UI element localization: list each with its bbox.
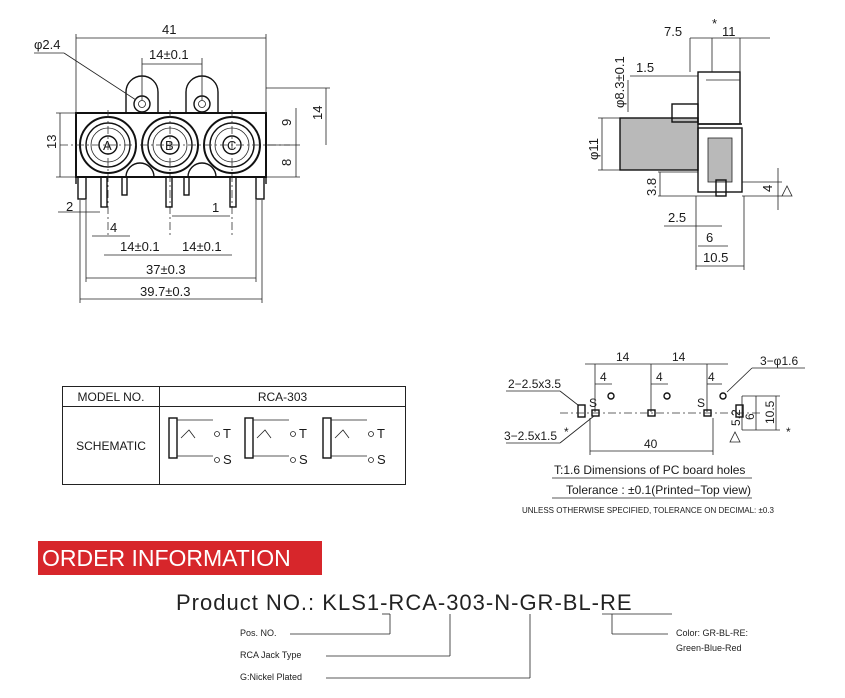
legend-color-line-1: Color: GR-BL-RE: (676, 628, 749, 638)
pcb-slot-right (735, 404, 744, 418)
dim-pcb-slot-b-star: * (564, 425, 569, 439)
schematic-term-t2: T (299, 426, 307, 441)
dim-pcb-4b: 4 (656, 370, 663, 384)
dim-side-1-5: 1.5 (636, 60, 654, 75)
dim-side-dia-8-3: φ8.3±0.1 (612, 56, 627, 108)
dim-pin-2: 2 (66, 199, 73, 214)
dim-hole-pitch: 14±0.1 (149, 47, 189, 62)
schematic-term-s1: S (223, 452, 232, 467)
dim-side-dia-11: φ11 (586, 138, 601, 160)
schematic-term-t1: T (223, 426, 231, 441)
dim-side-7-5: 7.5 (664, 24, 682, 39)
dim-pcb-40: 40 (644, 437, 658, 451)
dim-pcb-5-2: 5.2 (729, 409, 743, 426)
schematic-label: SCHEMATIC (62, 406, 160, 485)
pcb-hole-3 (719, 392, 727, 400)
dim-side-star: * (712, 16, 717, 31)
pcb-view: 14 14 4 4 4 S S 2−2.5x3.5 3−2.5x1.5 * 3−… (504, 350, 805, 515)
side-barrel-shade (620, 118, 698, 170)
pcb-slot-left (577, 404, 586, 418)
dim-pcb-holes: 3−φ1.6 (760, 354, 798, 368)
product-number-line: Product NO.: KLS1-RCA-303-N-GR-BL-RE (176, 590, 633, 616)
dim-side-11: 11 (722, 24, 736, 39)
dim-pin-4: 4 (110, 220, 117, 235)
schematic-diagram: T S T S (167, 417, 386, 467)
dim-pcb-slot-b: 3−2.5x1.5 (504, 429, 557, 443)
schematic-cell: T S T S (159, 406, 406, 485)
schematic-jack-2 (243, 417, 296, 463)
side-view: 7.5 * 11 1.5 φ8.3±0.1 φ11 3.8 4 2.5 6 10… (586, 16, 793, 270)
dim-pcb-10-5: 10.5 (763, 400, 777, 424)
dim-side-3-8: 3.8 (644, 178, 659, 196)
dim-right-8: 8 (279, 159, 294, 166)
dim-side-10-5: 10.5 (703, 250, 728, 265)
dim-span-37: 37±0.3 (146, 262, 186, 277)
pcb-tolerance: Tolerance : ±0.1(Printed−Top view) (566, 483, 751, 497)
order-leader-lines (290, 613, 672, 679)
product-code: KLS1-RCA-303-N-GR-BL-RE (322, 590, 633, 615)
order-information-heading: ORDER INFORMATION (38, 541, 322, 575)
schematic-term-s3: S (377, 452, 386, 467)
dim-pcb-4c: 4 (708, 370, 715, 384)
legend-pos-no: Pos. NO. (240, 628, 277, 638)
pcb-hole-1 (607, 392, 615, 400)
dim-pcb-4a: 4 (600, 370, 607, 384)
dim-side-2-5: 2.5 (668, 210, 686, 225)
dim-hole-diameter: φ2.4 (34, 37, 61, 52)
dim-height-left: 13 (44, 135, 59, 149)
dim-side-6: 6 (706, 230, 713, 245)
model-table: MODEL NO. RCA-303 SCHEMATIC T S (62, 386, 406, 485)
product-prefix: Product NO.: (176, 590, 316, 615)
pcb-hole-2 (663, 392, 671, 400)
dim-pcb-pitch-a: 14 (616, 350, 630, 364)
pcb-tolerance-note: UNLESS OTHERWISE SPECIFIED, TOLERANCE ON… (522, 506, 775, 515)
schematic-term-t3: T (377, 426, 385, 441)
model-label: MODEL NO. (62, 386, 160, 407)
dim-pcb-pitch-b: 14 (672, 350, 686, 364)
dim-span-39: 39.7±0.3 (140, 284, 191, 299)
legend-plating: G:Nickel Plated (240, 672, 303, 682)
dim-pitch-right: 14±0.1 (182, 239, 222, 254)
front-view: A B C 41 14±0.1 φ2.4 (34, 22, 330, 303)
model-value: RCA-303 (159, 386, 406, 407)
dim-pcb-6: 6 (743, 413, 757, 420)
side-housing-body (697, 127, 743, 193)
legend-color-line-2: Green-Blue-Red (676, 643, 742, 653)
dim-side-4: 4 (760, 185, 775, 192)
schematic-jack-3 (321, 417, 374, 463)
pcb-s-label-a: S (589, 396, 597, 410)
legend-jack-type: RCA Jack Type (240, 650, 302, 660)
pcb-caption: T:1.6 Dimensions of PC board holes (554, 463, 745, 477)
dim-pcb-slot-a: 2−2.5x3.5 (508, 377, 561, 391)
dim-overall-top: 41 (162, 22, 176, 37)
dim-right-9: 9 (279, 119, 294, 126)
dim-right-14: 14 (310, 106, 325, 120)
jack-label-a: A (103, 138, 112, 153)
front-pins (77, 176, 265, 208)
schematic-term-s2: S (299, 452, 308, 467)
dim-pin-1: 1 (212, 200, 219, 215)
schematic-jack-1 (167, 417, 220, 463)
dim-pcb-star: * (786, 425, 791, 439)
dim-pitch-left: 14±0.1 (120, 239, 160, 254)
pcb-s-label-b: S (697, 396, 705, 410)
jack-label-b: B (165, 138, 174, 153)
